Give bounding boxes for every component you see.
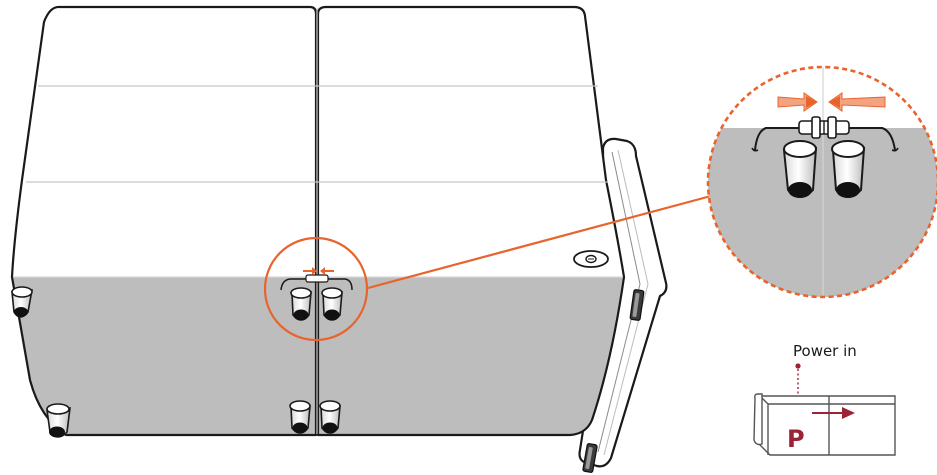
connector-plug-icon [798,116,850,139]
direction-arrow-icon [812,407,855,419]
port-letter-label: P [787,425,805,453]
leg-front-left [11,286,33,318]
direction-arrow-icon [303,267,317,275]
zoom-detail [706,65,937,299]
panel-slot-lower [582,443,598,473]
zoom-callout-icon [263,236,369,342]
power-in-label: Power in [793,342,857,360]
connector-plug-icon [305,274,329,283]
power-in-legend: Power in P [753,342,896,456]
sofa-unit-right [316,5,626,437]
leg-back-middle-right [319,400,341,434]
direction-arrow-icon [320,267,334,275]
callout-line [367,194,712,290]
direction-arrow-icon [828,92,886,112]
power-point-marker [795,363,801,369]
connector-detail-small [263,236,369,342]
leg-back-left [46,403,71,438]
mini-sofa-icon [753,393,896,456]
zoom-callout-icon [706,65,937,299]
sofa-unit-left [10,5,318,437]
leg-back-middle-left [289,400,311,434]
button-icon [573,250,609,268]
panel-slot-upper [629,289,645,321]
direction-arrow-icon [777,92,818,112]
